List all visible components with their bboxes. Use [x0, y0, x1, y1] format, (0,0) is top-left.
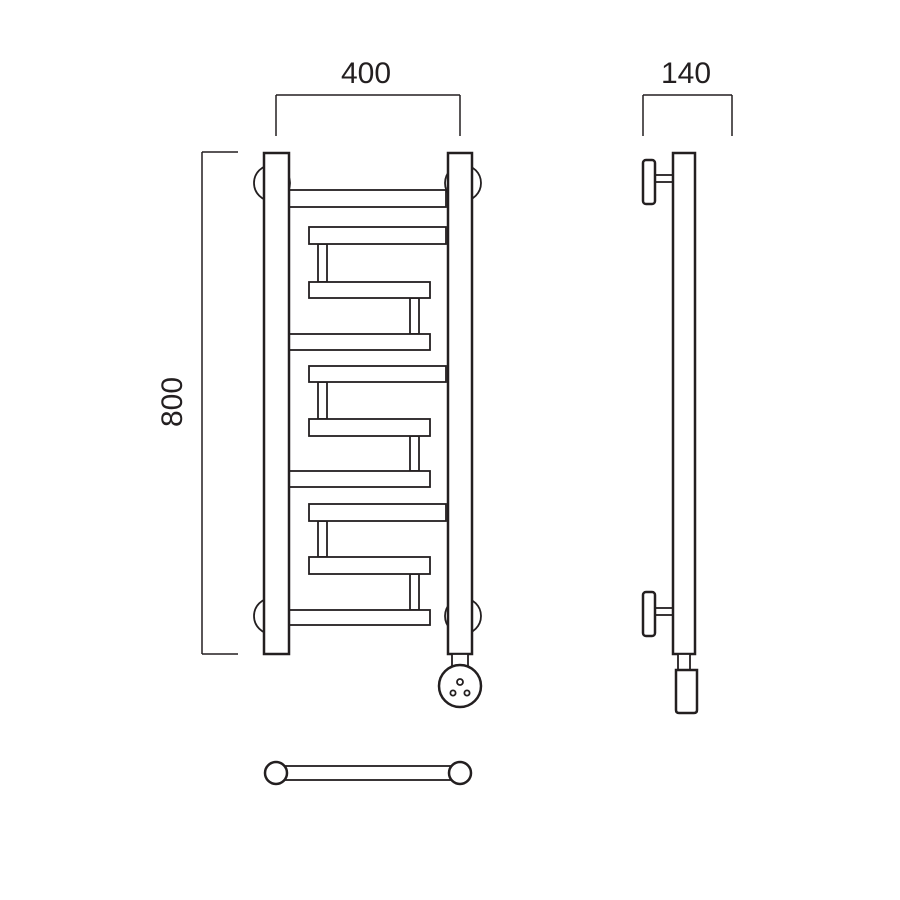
height-dimension-label: 800	[156, 377, 189, 427]
side-heating-element-neck	[677, 653, 691, 671]
rail	[288, 333, 431, 351]
rail	[288, 609, 431, 626]
knob-dot	[456, 678, 464, 686]
knob-dot	[463, 689, 471, 697]
lower-bracket-plate	[641, 590, 657, 638]
height-dimension: 800	[156, 151, 238, 655]
depth-dimension-label: 140	[661, 57, 711, 90]
rail	[288, 189, 447, 208]
top-view-bar	[275, 765, 461, 781]
rail	[308, 556, 431, 575]
thermostat-knob	[437, 663, 483, 709]
connector	[317, 520, 328, 558]
connector	[317, 243, 328, 283]
connector	[409, 573, 420, 611]
rail	[308, 226, 447, 245]
top-view	[263, 760, 473, 786]
depth-dimension: 140	[642, 57, 733, 136]
right-upright	[446, 151, 474, 656]
rail	[308, 418, 431, 437]
width-dimension: 400	[275, 57, 461, 136]
rail	[308, 503, 447, 522]
connector	[409, 435, 420, 472]
connector	[409, 297, 420, 335]
connector	[317, 381, 328, 420]
top-view-right-end	[447, 760, 473, 786]
left-upright	[262, 151, 291, 656]
width-dimension-label: 400	[341, 57, 391, 90]
upper-bracket-plate	[641, 158, 657, 206]
rail	[288, 470, 431, 488]
top-view-left-end	[263, 760, 289, 786]
side-view	[641, 151, 699, 715]
rail	[308, 365, 447, 383]
side-heating-element-body	[674, 668, 699, 715]
knob-dot	[449, 689, 457, 697]
rail	[308, 281, 431, 299]
front-view	[253, 151, 483, 709]
side-upright	[671, 151, 697, 656]
heating-element	[437, 653, 483, 709]
horizontal-rails	[288, 189, 447, 626]
